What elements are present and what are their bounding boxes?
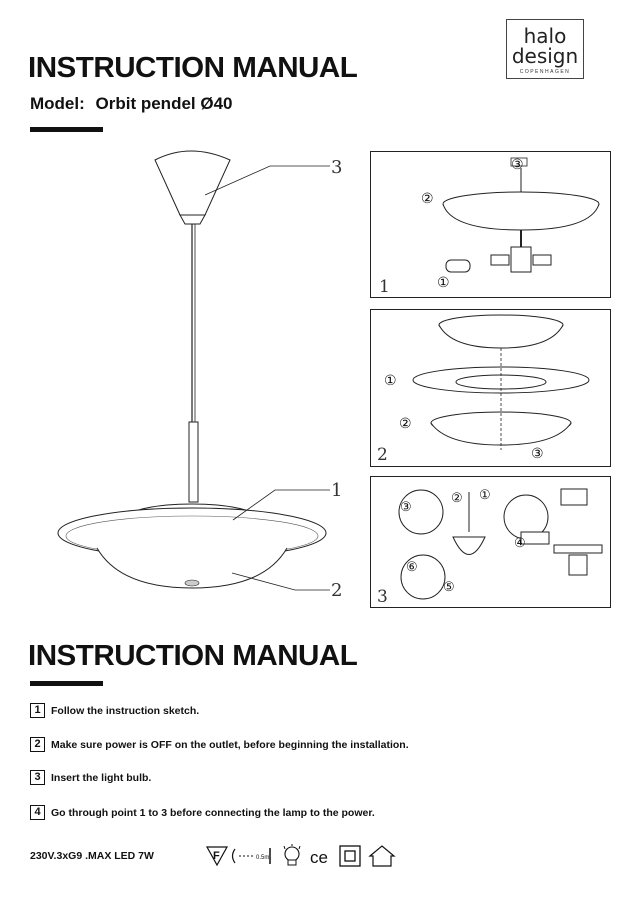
instructions-title: INSTRUCTION MANUAL bbox=[28, 640, 358, 672]
logo-line1: halo bbox=[523, 24, 567, 48]
logo-line3: COPENHAGEN bbox=[519, 69, 571, 75]
instruction-step-1: 1 Follow the instruction sketch. bbox=[30, 703, 199, 718]
step-text-3: Insert the light bulb. bbox=[51, 771, 152, 784]
step-text-4: Go through point 1 to 3 before connectin… bbox=[51, 806, 375, 819]
min-distance-icon: 0.5m bbox=[231, 848, 271, 864]
panel-1-marker-1: ① bbox=[437, 274, 450, 290]
step-text-2: Make sure power is OFF on the outlet, be… bbox=[51, 738, 409, 751]
lamp-overview-drawing bbox=[57, 150, 330, 591]
step-number-1: 1 bbox=[30, 703, 45, 718]
callout-1: 1 bbox=[331, 480, 343, 501]
panel-3-marker-6: ⑥ bbox=[406, 559, 418, 574]
f-mark-letter: F bbox=[213, 850, 220, 862]
panel-3-marker-2: ② bbox=[451, 490, 463, 505]
panel-3-number: 3 bbox=[377, 587, 388, 607]
panel-3-marker-4: ④ bbox=[514, 535, 526, 550]
model-line: Model: Orbit pendel Ø40 bbox=[30, 94, 233, 114]
panel-1-drawing: 1 bbox=[379, 157, 600, 297]
spec-text: 230V.3xG9 .MAX LED 7W bbox=[30, 850, 154, 862]
instruction-step-4: 4 Go through point 1 to 3 before connect… bbox=[30, 805, 375, 820]
bulb-icon bbox=[283, 844, 301, 866]
logo-line2: design bbox=[511, 44, 579, 68]
distance-label: 0.5m bbox=[256, 855, 269, 861]
symbols-drawing: F 0.5m ce bbox=[205, 844, 396, 867]
header-rule bbox=[30, 127, 103, 132]
page-title: INSTRUCTION MANUAL bbox=[28, 52, 358, 84]
panel-3-marker-1: ① bbox=[479, 487, 491, 502]
step-text-1: Follow the instruction sketch. bbox=[51, 704, 200, 717]
step-panel-2: 2 ① ② ③ bbox=[370, 309, 611, 467]
ce-mark-icon: ce bbox=[310, 848, 328, 867]
indoor-use-icon bbox=[368, 845, 396, 867]
step-number-2: 2 bbox=[30, 737, 45, 752]
step-panel-1: 1 ③ ② ① bbox=[370, 151, 611, 298]
panel-3-drawing: 3 bbox=[377, 488, 603, 607]
panel-2-number: 2 bbox=[377, 445, 388, 465]
instructions-rule bbox=[30, 681, 103, 686]
class-ii-icon bbox=[339, 845, 361, 867]
callout-2: 2 bbox=[331, 580, 343, 601]
panel-3-marker-5: ⑤ bbox=[443, 579, 455, 594]
certification-symbols: F 0.5m ce bbox=[205, 843, 405, 869]
instruction-step-2: 2 Make sure power is OFF on the outlet, … bbox=[30, 737, 409, 752]
panel-1-marker-2: ② bbox=[421, 190, 434, 206]
model-value: Orbit pendel Ø40 bbox=[95, 94, 233, 113]
panel-2-marker-3: ③ bbox=[531, 445, 544, 461]
instruction-step-3: 3 Insert the light bulb. bbox=[30, 770, 151, 785]
callout-3: 3 bbox=[331, 157, 343, 178]
panel-2-drawing: 2 bbox=[377, 314, 590, 465]
panel-1-number: 1 bbox=[379, 277, 390, 297]
f-mark-icon: F bbox=[205, 846, 229, 867]
panel-2-marker-2: ② bbox=[399, 415, 412, 431]
step-number-4: 4 bbox=[30, 805, 45, 820]
panel-1-marker-3: ③ bbox=[511, 156, 524, 172]
step-panel-3: 3 ③ ② ① ④ ⑤ ⑥ bbox=[370, 476, 611, 608]
brand-logo: halo design COPENHAGEN bbox=[506, 19, 584, 79]
model-label: Model: bbox=[30, 94, 85, 113]
step-number-3: 3 bbox=[30, 770, 45, 785]
panel-2-marker-1: ① bbox=[384, 372, 397, 388]
panel-3-marker-3: ③ bbox=[400, 499, 412, 514]
